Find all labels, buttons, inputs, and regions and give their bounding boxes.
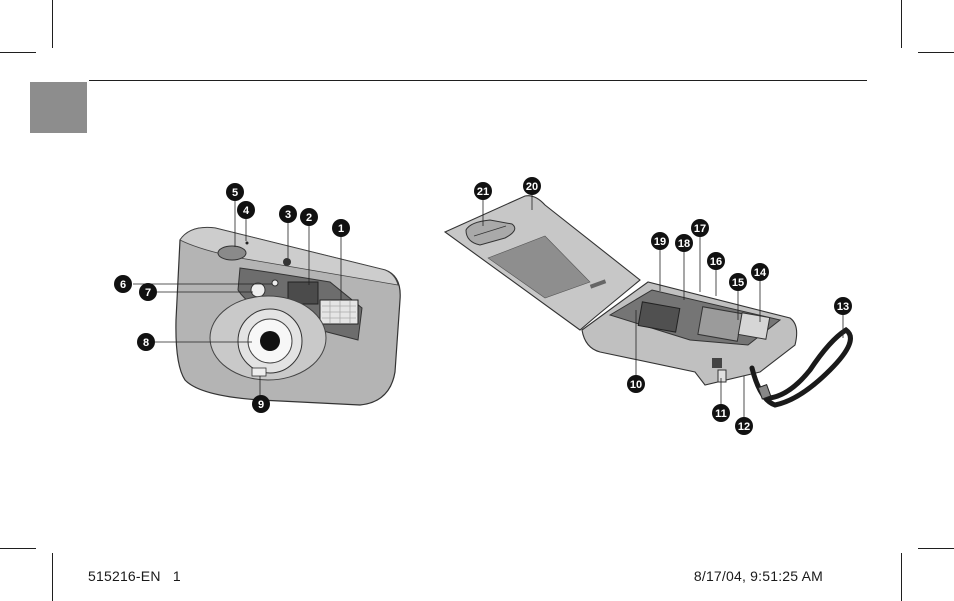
svg-text:14: 14 (754, 267, 767, 279)
svg-text:19: 19 (654, 236, 666, 248)
callout-15: 15 (729, 273, 747, 291)
callout-1: 1 (332, 219, 350, 237)
callout-8: 8 (137, 333, 155, 351)
lens-icon (209, 295, 327, 381)
callout-14: 14 (751, 263, 769, 281)
callout-17: 17 (691, 219, 709, 237)
footer-timestamp: 8/17/04, 9:51:25 AM (693, 568, 823, 584)
svg-text:17: 17 (694, 223, 706, 235)
svg-text:15: 15 (732, 277, 744, 289)
svg-text:18: 18 (678, 238, 690, 250)
crop-mark-top-left-vertical (52, 0, 53, 48)
callout-3: 3 (279, 205, 297, 223)
svg-text:5: 5 (232, 187, 238, 199)
svg-text:8: 8 (143, 337, 149, 349)
crop-mark-bottom-left-horizontal (0, 548, 36, 549)
svg-text:4: 4 (243, 205, 250, 217)
callout-9: 9 (252, 395, 270, 413)
svg-text:11: 11 (715, 408, 727, 420)
callout-20: 20 (523, 177, 541, 195)
svg-text:6: 6 (120, 279, 126, 291)
crop-mark-top-left-horizontal (0, 52, 36, 53)
svg-text:20: 20 (526, 181, 538, 193)
svg-text:13: 13 (837, 301, 849, 313)
flash-icon (319, 299, 359, 325)
svg-text:1: 1 (338, 223, 344, 235)
crop-mark-bottom-right-vertical (901, 553, 902, 601)
callout-13: 13 (834, 297, 852, 315)
callout-19: 19 (651, 232, 669, 250)
section-tab (30, 82, 87, 133)
callout-12: 12 (735, 417, 753, 435)
callout-5: 5 (226, 183, 244, 201)
svg-text:16: 16 (710, 256, 722, 268)
callout-4: 4 (237, 201, 255, 219)
header-rule (89, 80, 867, 81)
svg-text:10: 10 (630, 379, 642, 391)
crop-mark-top-right-horizontal (918, 52, 954, 53)
camera-open-back-view (443, 195, 853, 408)
callout-7: 7 (139, 283, 157, 301)
crop-mark-top-right-vertical (901, 0, 902, 48)
svg-text:2: 2 (306, 212, 312, 224)
svg-text:21: 21 (477, 186, 489, 198)
svg-text:9: 9 (258, 399, 264, 411)
callout-11: 11 (712, 404, 730, 422)
camera-front-view (175, 226, 401, 406)
svg-text:7: 7 (145, 287, 151, 299)
wrist-strap-icon (749, 326, 853, 408)
svg-text:12: 12 (738, 421, 750, 433)
svg-text:3: 3 (285, 209, 291, 221)
callout-6: 6 (114, 275, 132, 293)
callout-16: 16 (707, 252, 725, 270)
crop-mark-bottom-left-vertical (52, 553, 53, 601)
callout-18: 18 (675, 234, 693, 252)
callout-10: 10 (627, 375, 645, 393)
crop-mark-bottom-right-horizontal (918, 548, 954, 549)
callout-2: 2 (300, 208, 318, 226)
callout-21: 21 (474, 182, 492, 200)
footer-doc-id: 515216-EN 1 (88, 568, 181, 584)
